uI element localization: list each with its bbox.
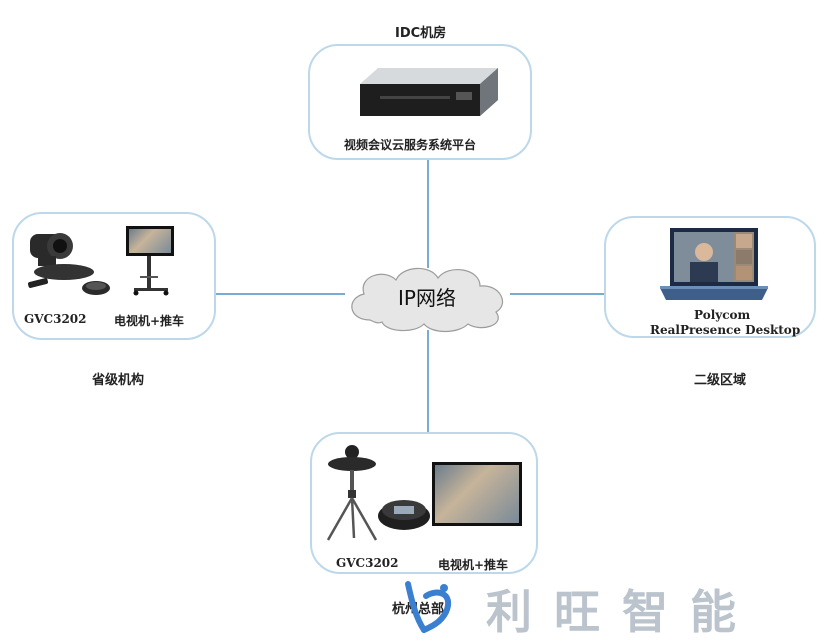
secondary-line1: Polycom [694,308,751,322]
tv-cart-icon [133,256,169,296]
hangzhou-device1: GVC3202 [336,556,399,570]
provincial-device2: 电视机+推车 [114,314,185,328]
secondary-region-label: 二级区域 [694,373,747,388]
idc-caption: 视频会议云服务系统平台 [344,138,477,152]
idc-node: 视频会议云服务系统平台 [308,44,532,160]
gvc-camera-icon [27,233,110,295]
secondary-node: Polycom RealPresence Desktop [604,216,816,338]
provincial-region-label: 省级机构 [92,373,145,388]
idc-region-label: IDC机房 [395,26,447,41]
provincial-tv-screen [126,226,174,256]
server-icon [360,68,498,116]
speakerphone-icon [378,500,430,530]
brand-logo-icon [405,581,451,633]
cloud-icon [351,267,503,333]
secondary-line2: RealPresence Desktop [650,323,801,337]
provincial-device1: GVC3202 [24,312,87,326]
hangzhou-node: GVC3202 电视机+推车 [310,432,538,574]
brand-text: 利旺智能 [486,585,758,639]
network-label: IP网络 [398,286,456,310]
tripod-camera-icon [326,445,378,541]
hangzhou-device2: 电视机+推车 [438,558,509,572]
provincial-node: GVC3202 电视机+推车 [12,212,216,340]
laptop-icon [660,228,768,300]
hangzhou-region-label: 杭州总部 [392,602,445,617]
hangzhou-tv-screen [432,462,522,526]
